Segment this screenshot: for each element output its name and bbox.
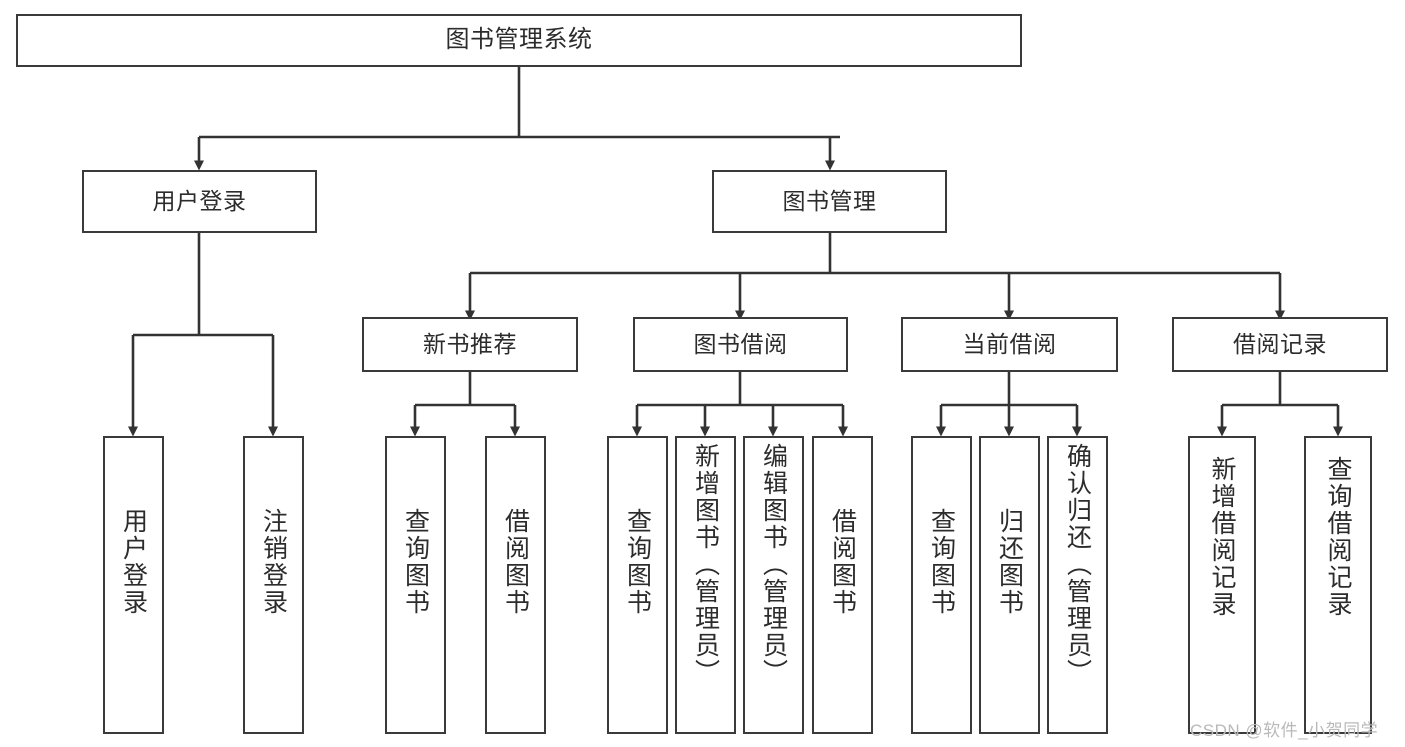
- node-user-login-label: 用户登录: [152, 187, 247, 214]
- node-leaf-borrow-book-1-label: 借阅图书: [501, 508, 530, 616]
- node-leaf-edit-book-label: 编辑图书（管理员）: [759, 443, 788, 686]
- node-user-login[interactable]: 用户登录: [82, 170, 317, 233]
- node-leaf-query-book-2[interactable]: 查询图书: [607, 436, 668, 734]
- node-leaf-query-book-3-label: 查询图书: [927, 508, 956, 616]
- node-leaf-return-book[interactable]: 归还图书: [979, 436, 1040, 734]
- node-leaf-add-record-label: 新增借阅记录: [1208, 456, 1236, 618]
- node-current-borrow[interactable]: 当前借阅: [901, 317, 1118, 372]
- node-leaf-user-login-label: 用户登录: [119, 508, 148, 616]
- node-book-borrow-label: 图书借阅: [693, 330, 788, 357]
- node-borrow-record-label: 借阅记录: [1233, 330, 1327, 357]
- node-leaf-borrow-book-2-label: 借阅图书: [828, 508, 857, 616]
- node-leaf-confirm-return[interactable]: 确认归还（管理员）: [1047, 436, 1108, 734]
- node-leaf-return-book-label: 归还图书: [995, 508, 1024, 616]
- node-book-borrow[interactable]: 图书借阅: [633, 317, 848, 372]
- node-leaf-query-book-3[interactable]: 查询图书: [911, 436, 972, 734]
- node-leaf-logout-login[interactable]: 注销登录: [243, 436, 304, 734]
- node-borrow-record[interactable]: 借阅记录: [1172, 317, 1388, 372]
- node-book-manage[interactable]: 图书管理: [712, 170, 947, 233]
- node-leaf-confirm-return-label: 确认归还（管理员）: [1063, 443, 1092, 686]
- node-leaf-query-record[interactable]: 查询借阅记录: [1304, 436, 1372, 734]
- node-root-system-label: 图书管理系统: [445, 26, 593, 54]
- node-leaf-edit-book[interactable]: 编辑图书（管理员）: [743, 436, 804, 734]
- node-leaf-borrow-book-1[interactable]: 借阅图书: [485, 436, 546, 734]
- node-leaf-query-book-1[interactable]: 查询图书: [385, 436, 446, 734]
- node-new-book-recommend-label: 新书推荐: [423, 330, 517, 357]
- node-leaf-query-record-label: 查询借阅记录: [1324, 456, 1352, 618]
- node-leaf-user-login[interactable]: 用户登录: [103, 436, 164, 734]
- node-leaf-add-book-label: 新增图书（管理员）: [691, 443, 720, 686]
- node-current-borrow-label: 当前借阅: [962, 330, 1057, 357]
- node-leaf-add-record[interactable]: 新增借阅记录: [1188, 436, 1256, 734]
- node-book-manage-label: 图书管理: [782, 187, 877, 214]
- node-leaf-add-book[interactable]: 新增图书（管理员）: [675, 436, 736, 734]
- node-leaf-borrow-book-2[interactable]: 借阅图书: [812, 436, 873, 734]
- node-leaf-query-book-1-label: 查询图书: [401, 508, 430, 616]
- node-leaf-logout-login-label: 注销登录: [259, 508, 288, 616]
- node-root-system[interactable]: 图书管理系统: [16, 14, 1022, 67]
- node-new-book-recommend[interactable]: 新书推荐: [362, 317, 578, 372]
- node-leaf-query-book-2-label: 查询图书: [623, 508, 652, 616]
